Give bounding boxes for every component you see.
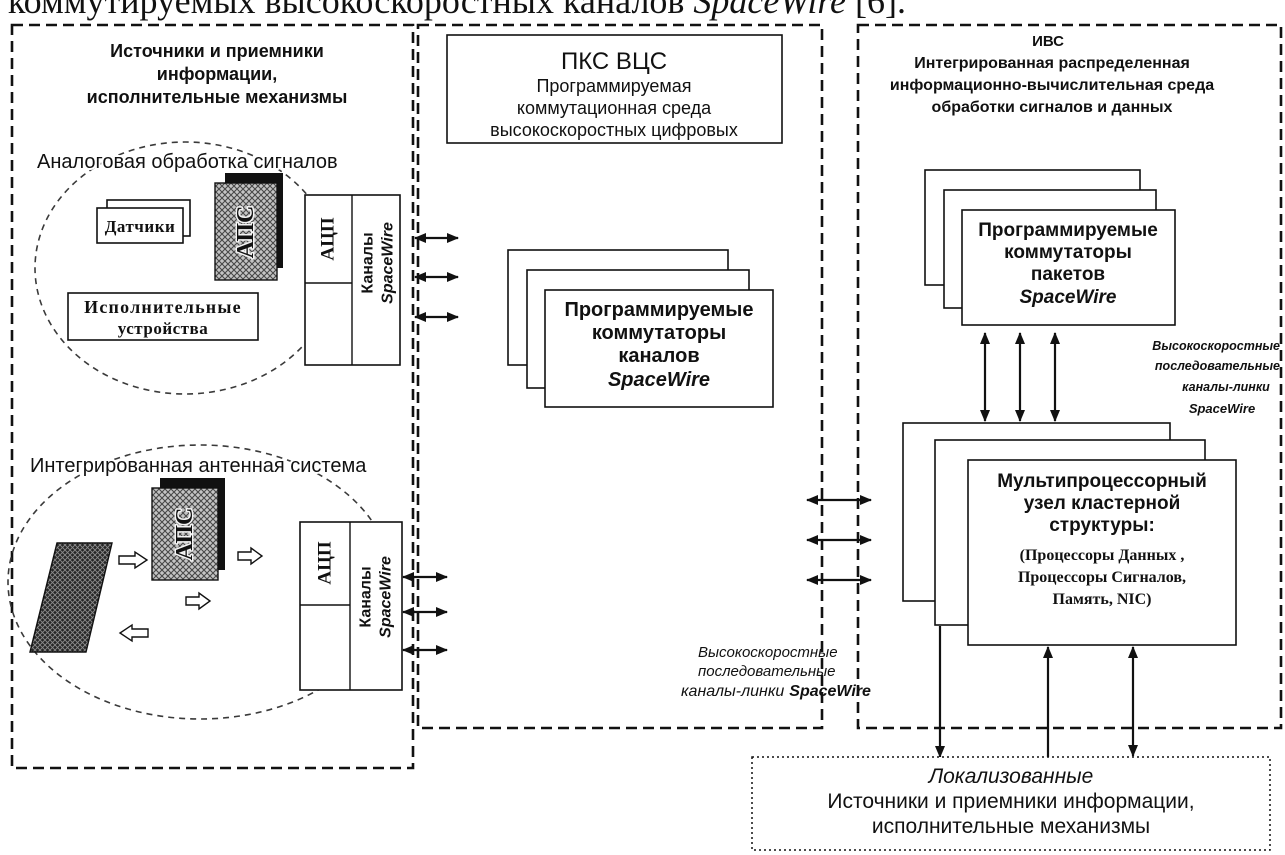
cluster-node-component-line: Память, NIC) bbox=[1053, 591, 1152, 608]
packet-switch-box bbox=[961, 209, 1176, 326]
right-links-label-line: каналы-линки bbox=[1182, 380, 1270, 394]
analog-group-title: Аналоговая обработка сигналов bbox=[37, 151, 338, 173]
left-zone-border bbox=[10, 23, 415, 770]
signal-flow-right-arrow-icon bbox=[185, 591, 212, 611]
cluster-node-component-line: Процессоры Сигналов, bbox=[1018, 569, 1186, 586]
caption-protocol: SpaceWire bbox=[693, 0, 846, 21]
local-sources-lead: Локализованные bbox=[927, 765, 1094, 788]
signal-flow-right-arrow-icon bbox=[118, 550, 149, 570]
cluster-node-box bbox=[967, 459, 1237, 646]
links-label-line: каналы-линки SpaceWire bbox=[681, 683, 871, 700]
caption-reference: [6]. bbox=[855, 0, 906, 21]
left-heading-line: Источники и приемники bbox=[110, 41, 324, 61]
signal-flow-left-arrow-icon bbox=[118, 623, 149, 643]
adc-label: АЦП bbox=[318, 217, 339, 261]
packet-switch-protocol: SpaceWire bbox=[1020, 287, 1117, 308]
computing-env-title-line: информационно-вычислительная среда bbox=[890, 77, 1214, 94]
cluster-node-title-line: узел кластерной bbox=[1024, 493, 1181, 514]
actuators-label-line: устройства bbox=[118, 319, 208, 338]
switching-fabric-title-line: коммутационная среда bbox=[517, 98, 712, 118]
sensors-box bbox=[96, 207, 184, 244]
local-sources-line: исполнительные механизмы bbox=[872, 815, 1150, 838]
antenna-group-title: Интегрированная антенная система bbox=[30, 455, 367, 477]
packet-switch-label-line: пакетов bbox=[1031, 264, 1105, 285]
switching-fabric-title-line: Программируемая bbox=[536, 76, 691, 96]
right-links-label-line: последовательные bbox=[1155, 359, 1280, 373]
channel-switch-box bbox=[544, 289, 774, 408]
aps-label: АПС bbox=[233, 206, 259, 259]
switching-fabric-title-box bbox=[446, 34, 783, 144]
middle-panel: ПКС ВЦС Программируемая коммутационная с… bbox=[416, 23, 871, 730]
cluster-node-title-line: структуры: bbox=[1049, 515, 1155, 536]
caption-lead: коммутируемых высокоскоростных каналов bbox=[8, 0, 684, 21]
packet-switch-label-line: коммутаторы bbox=[1004, 242, 1132, 263]
left-heading-line: информации, bbox=[157, 64, 278, 84]
channels-protocol-label: SpaceWire bbox=[378, 556, 395, 638]
actuators-box bbox=[67, 292, 259, 341]
channel-switch-protocol: SpaceWire bbox=[608, 369, 710, 391]
right-zone-border bbox=[856, 23, 1283, 730]
sensors-label: Датчики bbox=[105, 217, 176, 236]
actuators-label-line: Исполнительные bbox=[84, 297, 242, 317]
channel-switch-label-line: Программируемые bbox=[564, 299, 753, 321]
aps-box bbox=[151, 487, 219, 581]
antenna-array-icon bbox=[29, 542, 113, 653]
computing-env-title-line: обработки сигналов и данных bbox=[932, 99, 1173, 116]
left-panel: Источники и приемники информации, исполн… bbox=[7, 23, 415, 770]
switching-fabric-abbr: ПКС ВЦС bbox=[561, 48, 667, 75]
analog-processing-group: Аналоговая обработка сигналов Датчики АП… bbox=[34, 141, 401, 395]
switching-fabric-title-line: высокоскоростных цифровых bbox=[490, 120, 738, 140]
adc-channels-block bbox=[299, 521, 403, 691]
middle-zone-border bbox=[416, 23, 824, 730]
caption-fragment: коммутируемых высокоскоростных каналов Sp… bbox=[8, 0, 906, 21]
aps-box bbox=[214, 182, 278, 281]
cluster-node-component-line: (Процессоры Данных , bbox=[1020, 547, 1185, 564]
aps-label: АПС bbox=[172, 508, 198, 561]
channel-switch-label-line: каналов bbox=[618, 345, 699, 367]
channels-label: Каналы bbox=[360, 232, 377, 293]
channels-protocol-label: SpaceWire bbox=[380, 222, 397, 304]
signal-flow-right-arrow-icon bbox=[237, 546, 264, 566]
packet-switch-label-line: Программируемые bbox=[978, 220, 1158, 241]
right-links-label-protocol: SpaceWire bbox=[1189, 401, 1255, 416]
local-sources-line: Источники и приемники информации, bbox=[827, 790, 1194, 813]
channels-label: Каналы bbox=[358, 566, 375, 627]
links-label-line: последовательные bbox=[698, 663, 836, 680]
right-panel: ИВС Интегрированная распределенная инфор… bbox=[856, 23, 1283, 730]
left-heading-line: исполнительные механизмы bbox=[87, 87, 348, 107]
local-sources-box-group: Локализованные Источники и приемники инф… bbox=[751, 756, 1271, 851]
right-links-label-line: Высокоскоростные bbox=[1152, 339, 1280, 353]
cluster-node-title-line: Мультипроцессорный bbox=[997, 471, 1207, 492]
links-label-protocol: SpaceWire bbox=[789, 683, 871, 700]
channel-switch-label-line: коммутаторы bbox=[592, 322, 726, 344]
adc-label: АЦП bbox=[315, 541, 336, 585]
antenna-group: Интегрированная антенная система АПС АЦП… bbox=[7, 444, 403, 720]
analog-group-boundary bbox=[34, 141, 336, 395]
computing-env-title-line: Интегрированная распределенная bbox=[914, 55, 1190, 72]
links-label-text: каналы-линки bbox=[681, 683, 784, 700]
links-label-line: Высокоскоростные bbox=[698, 644, 838, 661]
computing-env-abbr: ИВС bbox=[1032, 33, 1064, 50]
local-sources-box bbox=[751, 756, 1271, 851]
inter-panel-links bbox=[402, 233, 1138, 758]
